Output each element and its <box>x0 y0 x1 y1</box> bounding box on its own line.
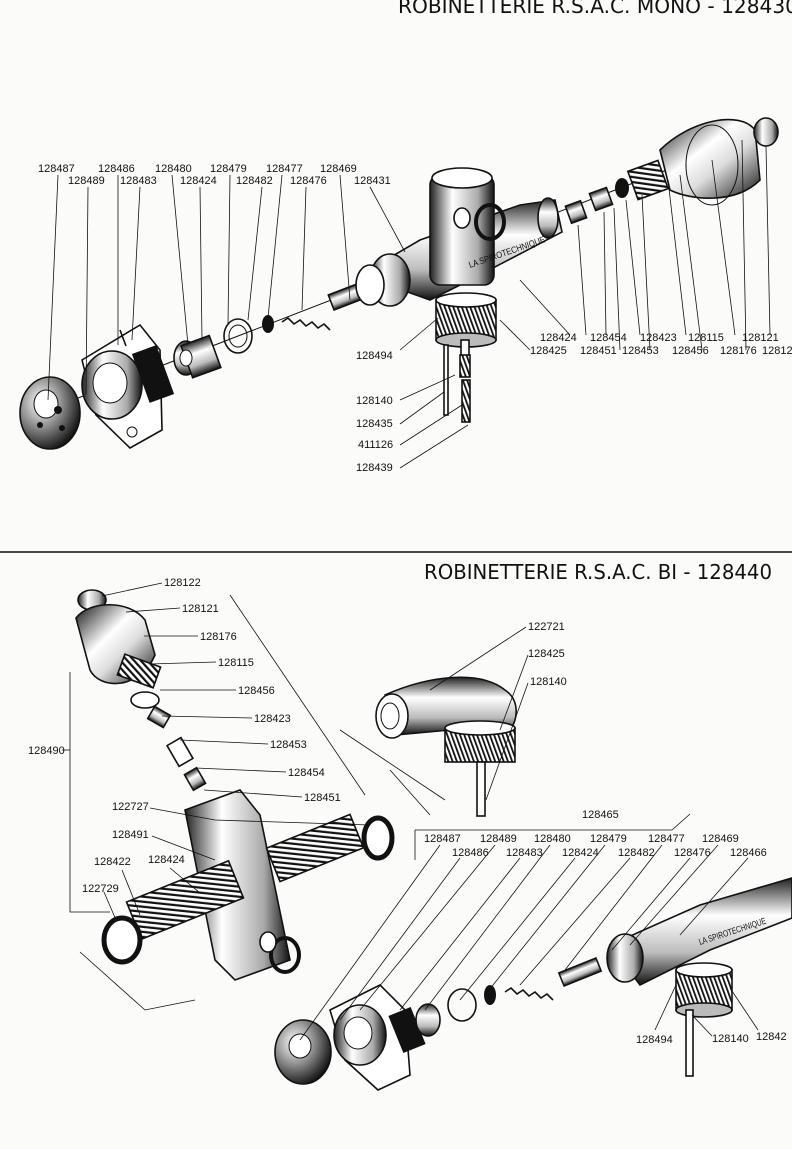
label-bi-128423: 128423 <box>254 713 291 725</box>
label-bi-128482: 128482 <box>618 847 655 859</box>
label-12812: 12812 <box>762 345 792 357</box>
handwheel-128176 <box>659 117 779 206</box>
label-bi-128487: 128487 <box>424 833 461 845</box>
nut-128480 <box>173 334 222 379</box>
label-bi-128424: 128424 <box>148 854 185 866</box>
label-128176: 128176 <box>720 345 757 357</box>
label-128479: 128479 <box>210 163 247 175</box>
label-bi-12842: 12842 <box>756 1031 787 1043</box>
valve-body-128431: LA SPIROTECHNIQUE <box>355 167 563 377</box>
label-bi-128489: 128489 <box>480 833 517 845</box>
label-bi-128469: 128469 <box>702 833 739 845</box>
label-128431: 128431 <box>354 175 391 187</box>
label-411126: 411126 <box>358 439 393 451</box>
label-bi-128477: 128477 <box>648 833 685 845</box>
label-bi-128140-a: 128140 <box>530 676 567 688</box>
label-bi-128486: 128486 <box>452 847 489 859</box>
label-128435: 128435 <box>356 418 393 430</box>
label-bi-128122: 128122 <box>164 577 201 589</box>
label-128454: 128454 <box>590 332 627 344</box>
title-mono: ROBINETTERIE R.S.A.C. MONO - 128430 <box>398 0 792 18</box>
label-128423: 128423 <box>640 332 677 344</box>
label-bi-128483: 128483 <box>506 847 543 859</box>
bi-valve-body-128491 <box>101 789 395 981</box>
label-128482: 128482 <box>236 175 273 187</box>
label-128121: 128121 <box>742 332 779 344</box>
label-bi-122729: 122729 <box>82 883 119 895</box>
label-bi-128176: 128176 <box>200 631 237 643</box>
label-bi-128490: 128490 <box>28 745 65 757</box>
bi-assembly: LA SPIROTECHNIQUE <box>62 582 792 1091</box>
label-bi-128425-a: 128425 <box>528 648 565 660</box>
label-128486: 128486 <box>98 163 135 175</box>
label-128469: 128469 <box>320 163 357 175</box>
label-bi-128454: 128454 <box>288 767 325 779</box>
bi-elbow-122721 <box>375 676 517 817</box>
label-bi-128115: 128115 <box>218 657 254 669</box>
label-128476: 128476 <box>290 175 327 187</box>
label-128424-b: 128424 <box>540 332 577 344</box>
label-bi-128491: 128491 <box>112 829 149 841</box>
bi-lower-assembly: LA SPIROTECHNIQUE <box>274 877 792 1091</box>
label-128456: 128456 <box>672 345 709 357</box>
label-bi-128465: 128465 <box>582 809 619 821</box>
knob-128487 <box>19 376 81 450</box>
label-bi-128422: 128422 <box>94 856 131 868</box>
label-128451: 128451 <box>580 345 617 357</box>
label-bi-128121: 128121 <box>182 603 219 615</box>
label-bi-128466: 128466 <box>730 847 767 859</box>
label-bi-128424-b: 128424 <box>562 847 599 859</box>
label-128140: 128140 <box>356 395 393 407</box>
label-128453: 128453 <box>622 345 659 357</box>
label-128425: 128425 <box>530 345 567 357</box>
label-bi-122727: 122727 <box>112 801 149 813</box>
label-bi-128479: 128479 <box>590 833 627 845</box>
label-128480: 128480 <box>155 163 192 175</box>
label-bi-128451: 128451 <box>304 792 341 804</box>
label-bi-128494: 128494 <box>636 1034 673 1046</box>
label-bi-122721: 122721 <box>528 621 565 633</box>
label-bi-128476: 128476 <box>674 847 711 859</box>
title-bi: ROBINETTERIE R.S.A.C. BI - 128440 <box>424 560 772 584</box>
label-128494: 128494 <box>356 350 393 362</box>
label-bi-128140-b: 128140 <box>712 1033 749 1045</box>
label-bi-128480: 128480 <box>534 833 571 845</box>
mono-assembly: LA SPIROTECHNIQUE <box>19 117 779 469</box>
flange-128483 <box>81 323 175 449</box>
label-128115: 128115 <box>688 332 724 344</box>
label-128483: 128483 <box>120 175 157 187</box>
label-128439: 128439 <box>356 462 393 474</box>
mono-labels: 128487 128489 128486 128483 128480 12842… <box>38 163 792 474</box>
label-bi-128453: 128453 <box>270 739 307 751</box>
label-128489: 128489 <box>68 175 105 187</box>
bi-handwheel-stack <box>75 589 207 792</box>
label-bi-128456: 128456 <box>238 685 275 697</box>
bi-labels: 128122 128121 128176 128115 128456 12842… <box>28 577 787 1046</box>
label-128487: 128487 <box>38 163 75 175</box>
label-128424-a: 128424 <box>180 175 217 187</box>
label-128477: 128477 <box>266 163 303 175</box>
